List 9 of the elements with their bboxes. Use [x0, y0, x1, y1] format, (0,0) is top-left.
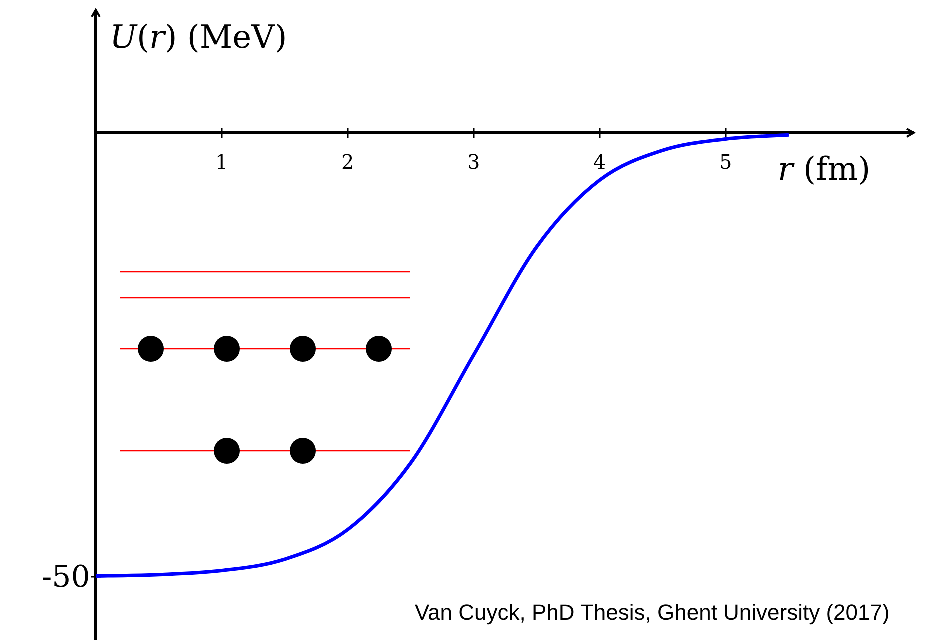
tick-label: -50: [42, 560, 90, 594]
axis-title: U(r) (MeV): [110, 18, 288, 56]
tick-label: 5: [720, 150, 732, 174]
source-caption: Van Cuyck, PhD Thesis, Ghent University (2017): [415, 600, 890, 626]
tick-label: 1: [216, 150, 228, 174]
tick-label: 3: [468, 150, 480, 174]
tick-label: 4: [594, 150, 606, 174]
tick-label: 2: [342, 150, 354, 174]
axis-title: r (fm): [778, 150, 871, 188]
